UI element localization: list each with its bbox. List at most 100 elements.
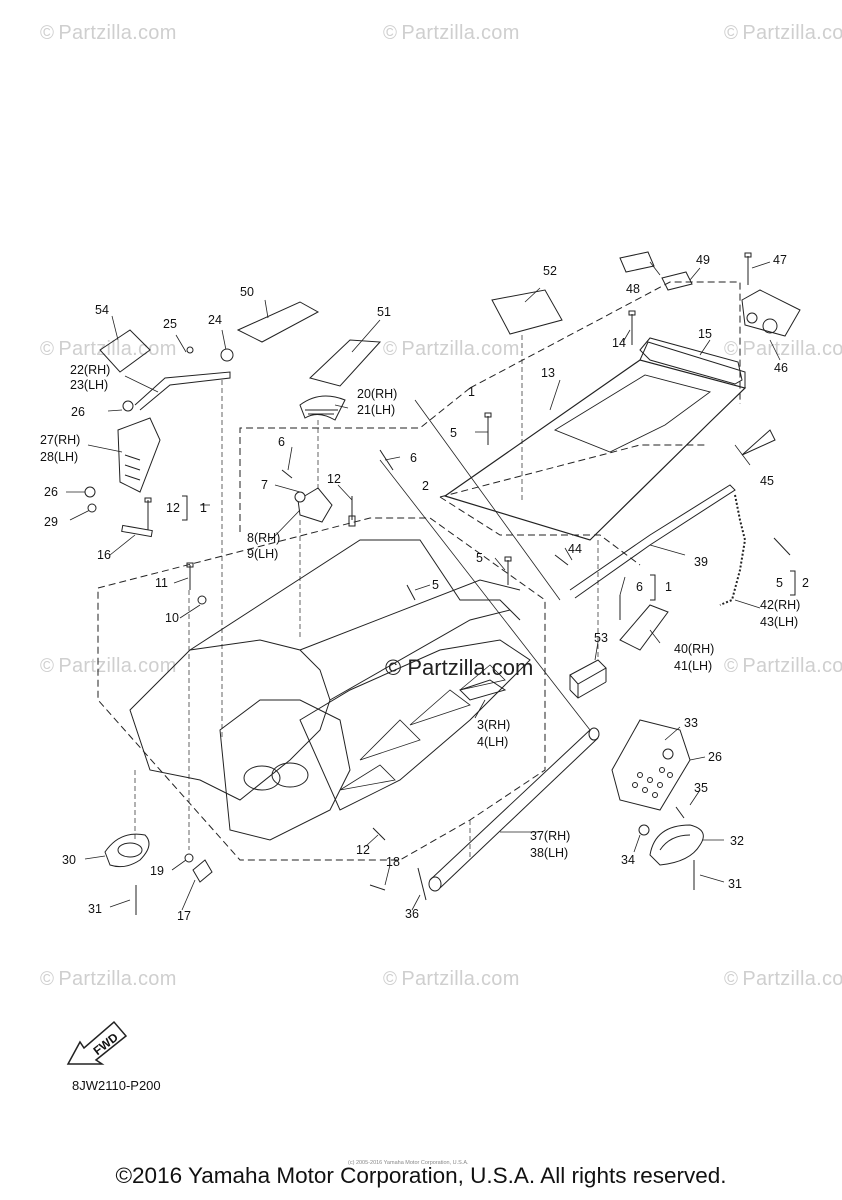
copyright-symbol: © [40, 23, 55, 44]
callout-6-b: 6 [410, 451, 417, 465]
copyright-symbol: © [383, 23, 398, 44]
callout-26-c: 26 [708, 750, 722, 764]
watermark-center-text: Partzilla.com [407, 655, 534, 680]
watermark-text: Partzilla.com [58, 968, 177, 990]
copyright-symbol: © [40, 339, 55, 360]
watermark-text: Partzilla.com [742, 968, 842, 990]
watermark-low-right: ©Partzilla.com [724, 655, 842, 678]
callout-46: 46 [774, 361, 788, 375]
watermark-bottom-center: ©Partzilla.com [383, 968, 520, 991]
watermark-text: Partzilla.com [742, 655, 842, 677]
callout-24: 24 [208, 313, 222, 327]
callout-45: 45 [760, 474, 774, 488]
rail-39 [569, 484, 736, 599]
decal-49 [661, 271, 693, 291]
callout-34: 34 [621, 853, 635, 867]
callout-16: 16 [97, 548, 111, 562]
copyright-symbol: © [724, 339, 739, 360]
callout-19: 19 [150, 864, 164, 878]
callout-31-a: 31 [728, 877, 742, 891]
callout-5-a: 5 [450, 426, 457, 440]
callout-27: 27(RH) [40, 433, 80, 447]
copyright-symbol: © [40, 969, 55, 990]
watermark-text: Partzilla.com [742, 22, 842, 44]
bracket-22 [134, 371, 231, 411]
callout-35: 35 [694, 781, 708, 795]
callout-50: 50 [240, 285, 254, 299]
locator-lines [134, 335, 599, 860]
callout-8: 8(RH) [247, 531, 280, 545]
watermark-text: Partzilla.com [742, 338, 842, 360]
part-17 [192, 859, 213, 883]
callout-37: 37(RH) [530, 829, 570, 843]
watermark-text: Partzilla.com [58, 22, 177, 44]
callout-42: 42(RH) [760, 598, 800, 612]
callout-6-a: 6 [278, 435, 285, 449]
step-30 [104, 833, 150, 868]
callout-12-c: 12 [356, 843, 370, 857]
callout-7: 7 [261, 478, 268, 492]
part-8 [297, 487, 333, 523]
decal-52 [491, 289, 563, 335]
group-outline-1 [239, 281, 741, 532]
callout-36: 36 [405, 907, 419, 921]
watermark-top-center: ©Partzilla.com [383, 22, 520, 45]
callout-23: 23(LH) [70, 378, 108, 392]
watermark-text: Partzilla.com [401, 968, 520, 990]
frame-triangles [339, 664, 506, 791]
watermark-top-left: ©Partzilla.com [40, 22, 177, 45]
boot-20 [299, 395, 346, 421]
callout-51: 51 [377, 305, 391, 319]
part-3 [459, 679, 507, 701]
callout-43: 43(LH) [760, 615, 798, 629]
callout-17: 17 [177, 909, 191, 923]
braces [182, 495, 796, 601]
callout-5-d: 5 [776, 576, 783, 590]
copyright-symbol: © [724, 656, 739, 677]
watermark-top-right: ©Partzilla.com [724, 22, 842, 45]
fasteners [135, 252, 791, 915]
callout-44: 44 [568, 542, 582, 556]
watermark-mid-left: ©Partzilla.com [40, 338, 177, 361]
part-40 [619, 604, 669, 651]
callout-1-c: 1 [665, 580, 672, 594]
watermark-text: Partzilla.com [401, 338, 520, 360]
copyright-symbol: © [724, 23, 739, 44]
watermark-text: Partzilla.com [401, 22, 520, 44]
part-46 [741, 289, 801, 337]
callout-54: 54 [95, 303, 109, 317]
copyright-symbol: © [40, 656, 55, 677]
callout-48: 48 [626, 282, 640, 296]
callout-47: 47 [773, 253, 787, 267]
watermark-text: Partzilla.com [58, 655, 177, 677]
callout-6-c: 6 [636, 580, 643, 594]
copyright-symbol: © [383, 969, 398, 990]
callout-1-b: 1 [200, 501, 207, 515]
copyright-symbol: © [383, 339, 398, 360]
callout-12-b: 12 [166, 501, 180, 515]
callout-labels: 54 25 24 50 51 22(RH) 23(LH) 26 27(RH) 2… [40, 253, 809, 923]
decal-51 [309, 339, 382, 387]
watermark-mid-center: ©Partzilla.com [383, 338, 520, 361]
bracket-15 [639, 337, 743, 385]
watermark-low-left: ©Partzilla.com [40, 655, 177, 678]
fwd-arrow-icon: FWD [66, 1020, 128, 1065]
callout-12-a: 12 [327, 472, 341, 486]
callout-41: 41(LH) [674, 659, 712, 673]
callout-20: 20(RH) [357, 387, 397, 401]
decal-48 [619, 251, 655, 273]
bar-37 [428, 727, 600, 892]
diagram-code: 8JW2110-P200 [72, 1078, 161, 1093]
bracket-27 [117, 417, 161, 493]
step-33 [611, 719, 691, 811]
callout-49: 49 [696, 253, 710, 267]
callout-40: 40(RH) [674, 642, 714, 656]
copyright-footer: ©2016 Yamaha Motor Corporation, U.S.A. A… [115, 1163, 727, 1188]
part-53 [569, 659, 607, 699]
watermark-bottom-right: ©Partzilla.com [724, 968, 842, 991]
callout-14: 14 [612, 336, 626, 350]
group-outline-3 [439, 444, 705, 566]
callout-29: 29 [44, 515, 58, 529]
callout-4: 4(LH) [477, 735, 508, 749]
